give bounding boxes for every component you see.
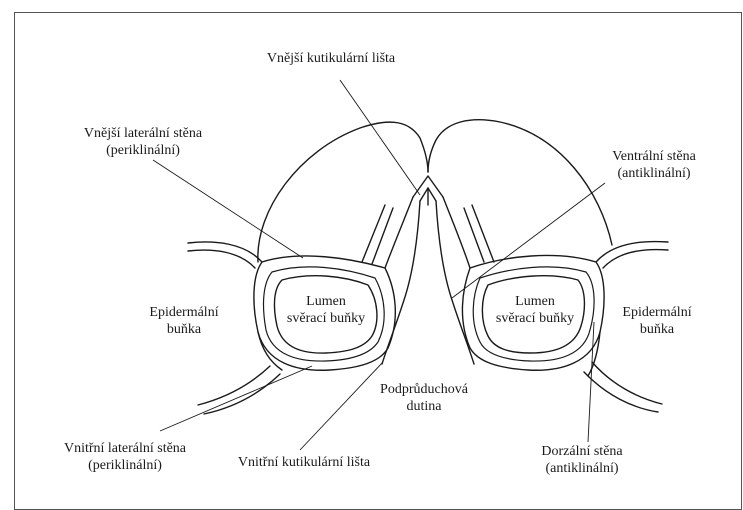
epidermis-right-bottom-b xyxy=(584,372,658,412)
leader-outer-lateral-wall xyxy=(153,160,303,258)
label-inner-lateral-wall-2: (periklinální) xyxy=(88,458,162,473)
ventral-wall-right-inner xyxy=(436,201,474,364)
label-epidermal-left-1: Epidermální xyxy=(149,305,218,320)
label-epidermal-right-2: buňka xyxy=(640,322,675,337)
outer-cuticle-left xyxy=(258,122,428,262)
label-substomatal-1: Podprůduchová xyxy=(380,382,469,397)
label-inner-lateral-wall-1: Vnitřní laterální stěna xyxy=(64,441,187,456)
epidermis-right-bottom-a xyxy=(592,362,662,404)
label-lumen-left-2: svěrací buňky xyxy=(287,311,365,326)
leader-outer-ledge xyxy=(340,80,420,195)
leader-ventral-wall xyxy=(452,183,605,298)
upper-wall-right-a xyxy=(472,205,494,262)
epidermis-left-bottom-b xyxy=(204,374,280,414)
label-dorsal-wall-2: (antiklinální) xyxy=(545,461,618,476)
figure-border xyxy=(15,13,742,510)
epidermis-right-top-b xyxy=(603,250,668,268)
label-ventral-wall-2: (antiklinální) xyxy=(617,166,690,181)
label-lumen-right-2: svěrací buňky xyxy=(496,311,574,326)
epidermis-left-side xyxy=(258,332,282,370)
label-epidermal-left-2: buňka xyxy=(167,322,202,337)
leader-inner-lateral-wall xyxy=(160,366,312,431)
label-outer-lateral-wall-2: (periklinální) xyxy=(106,143,180,158)
label-ventral-wall-1: Ventrální stěna xyxy=(612,149,696,164)
ventral-wall-left-outer xyxy=(385,197,413,268)
label-inner-ledge: Vnitřní kutikulární lišta xyxy=(238,455,371,470)
upper-wall-right-b xyxy=(464,208,484,262)
leader-dorsal-wall xyxy=(588,322,594,442)
label-epidermal-right-1: Epidermální xyxy=(622,305,691,320)
outer-cuticle-right xyxy=(428,120,612,245)
label-outer-lateral-wall-1: Vnější laterální stěna xyxy=(84,126,203,141)
label-outer-ledge: Vnější kutikulární lišta xyxy=(267,51,396,66)
upper-wall-left-a xyxy=(362,205,385,262)
label-lumen-left-1: Lumen xyxy=(306,294,346,309)
label-lumen-right-1: Lumen xyxy=(515,294,555,309)
epidermis-left-top-b xyxy=(188,250,255,268)
ventral-wall-right-outer xyxy=(443,197,470,268)
leader-inner-ledge xyxy=(300,362,383,450)
label-dorsal-wall-1: Dorzální stěna xyxy=(541,444,623,459)
label-substomatal-2: dutina xyxy=(407,399,443,414)
